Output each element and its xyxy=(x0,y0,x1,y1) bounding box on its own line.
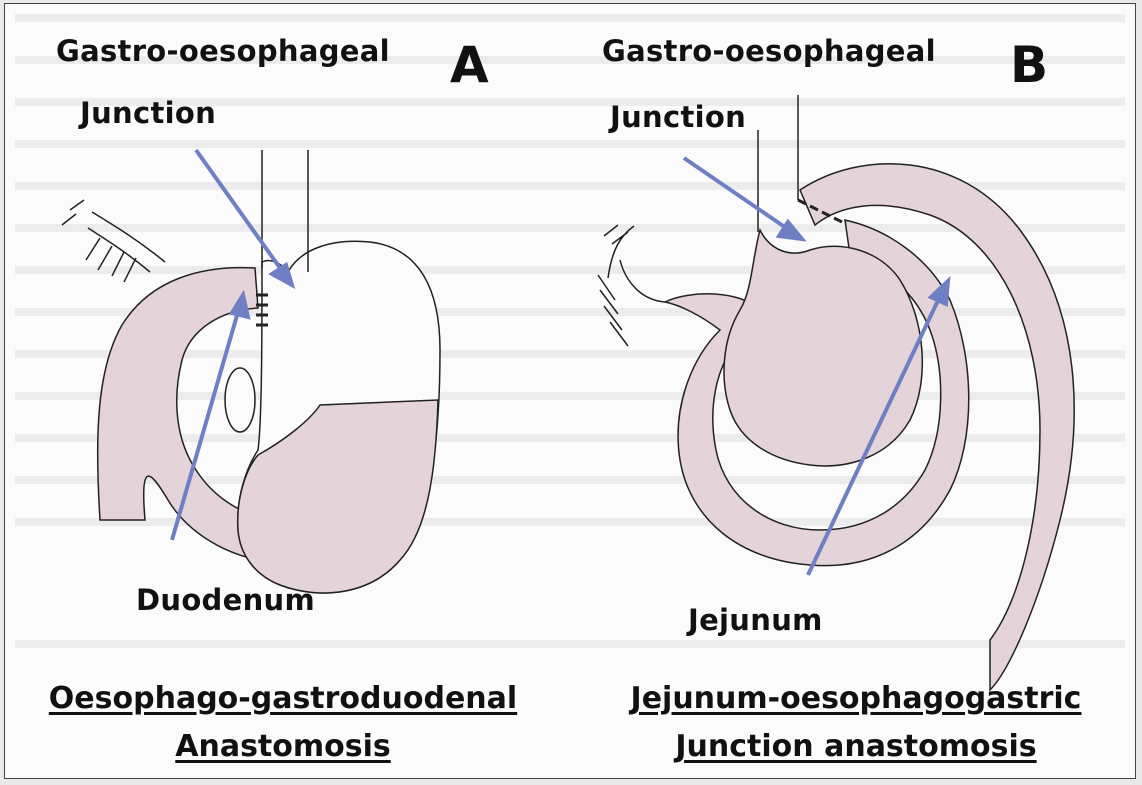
panel-a-letter: A xyxy=(450,36,489,94)
panel-a-drawing xyxy=(62,150,440,593)
panel-b-title-line1: Jejunum-oesophagogastric xyxy=(596,676,1116,722)
arrow-gej-b xyxy=(684,158,802,239)
panel-b-title-line2: Junction anastomosis xyxy=(596,724,1116,770)
jejunal-branches-b xyxy=(598,225,665,346)
duodenal-branches-a xyxy=(62,200,165,282)
panel-b-label-gej-line1: Gastro-oesophageal xyxy=(602,34,936,68)
panel-a-label-gej-line1: Gastro-oesophageal xyxy=(56,34,390,68)
panel-a-title-line1: Oesophago-gastroduodenal xyxy=(28,676,538,722)
panel-a-label-gej-line2: Junction xyxy=(80,96,216,130)
panel-b-drawing xyxy=(598,95,1074,690)
panel-b-label-jejunum: Jejunum xyxy=(688,603,823,637)
pylorus-oval-a xyxy=(225,368,255,432)
panel-b-label-gej-line2: Junction xyxy=(610,100,746,134)
panel-a-title-line2: Anastomosis xyxy=(28,724,538,770)
arrow-gej-a xyxy=(196,150,292,285)
panel-b-letter: B xyxy=(1010,36,1048,94)
panel-a-label-duodenum: Duodenum xyxy=(136,583,315,617)
